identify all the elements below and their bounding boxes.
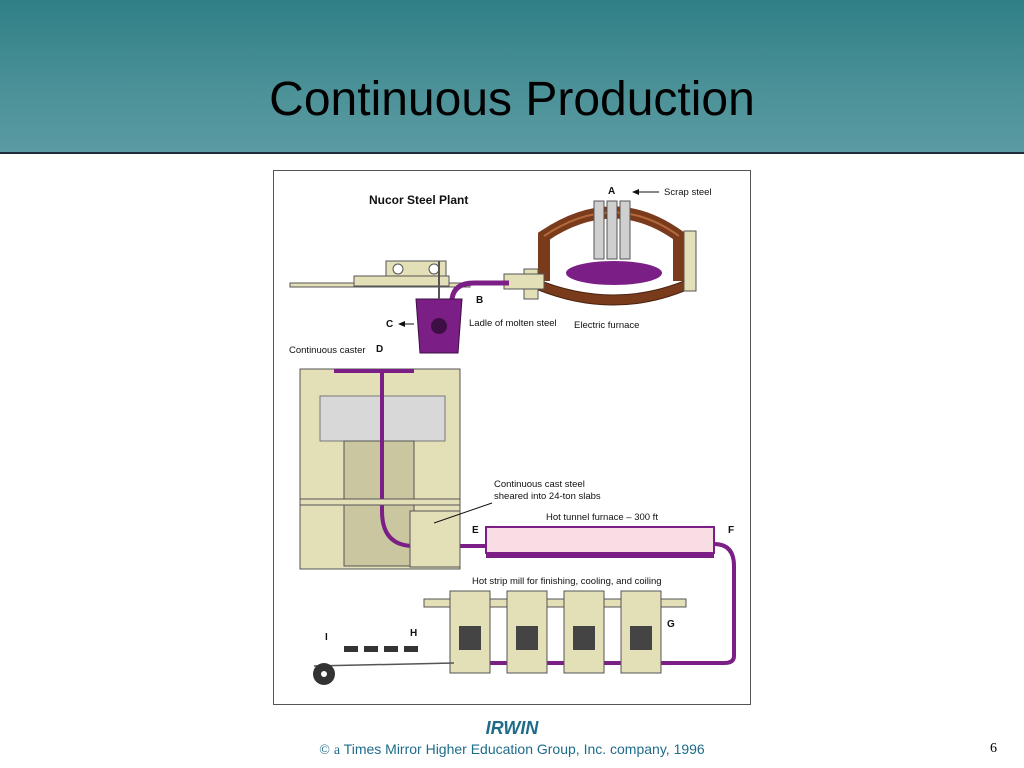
tunnel-furnace [454,526,736,665]
marker-a: A [608,186,615,197]
marker-d: D [376,344,383,355]
crane-rail [289,260,545,290]
ladle-arrowhead [398,321,405,327]
label-tunnel-furnace: Hot tunnel furnace – 300 ft [546,512,658,523]
marker-i: I [325,632,328,643]
title-divider [0,152,1024,154]
copyright-line: © a Times Mirror Higher Education Group,… [0,741,1024,759]
copyright-symbol: © [319,743,330,758]
ladle [415,261,463,354]
scrap-arrowhead [632,189,639,195]
finished-slabs [344,646,418,652]
marker-h: H [410,628,417,639]
title-banner [0,0,1024,152]
electric-furnace [523,200,697,306]
slide-title: Continuous Production [269,73,755,126]
marker-f: F [728,525,734,536]
label-ladle: Ladle of molten steel [469,318,557,329]
copyright-text: Times Mirror Higher Education Group, Inc… [343,741,705,757]
label-scrap-steel: Scrap steel [664,187,712,198]
steel-plant-diagram: Nucor Steel Plant A Scrap steel Electric… [273,170,751,705]
cast-steel-arrow [433,502,493,524]
continuous-caster [299,368,489,570]
label-electric-furnace: Electric furnace [574,320,639,331]
label-continuous-caster: Continuous caster [289,345,366,356]
marker-g: G [667,619,675,630]
diagram-title: Nucor Steel Plant [369,193,468,207]
page-number: 6 [990,741,997,756]
label-cast-steel-2: sheared into 24-ton slabs [494,491,601,502]
steel-coil-core [321,671,327,677]
marker-e: E [472,525,479,536]
label-strip-mill: Hot strip mill for finishing, cooling, a… [472,576,662,587]
copyright-a: a [333,743,341,758]
label-cast-steel-1: Continuous cast steel [494,479,585,490]
marker-b: B [476,295,483,306]
publisher-brand: IRWIN [485,718,539,738]
furnace-pour [449,280,509,300]
output-conveyor [313,662,455,667]
strip-mill [423,590,687,674]
marker-c: C [386,319,393,330]
